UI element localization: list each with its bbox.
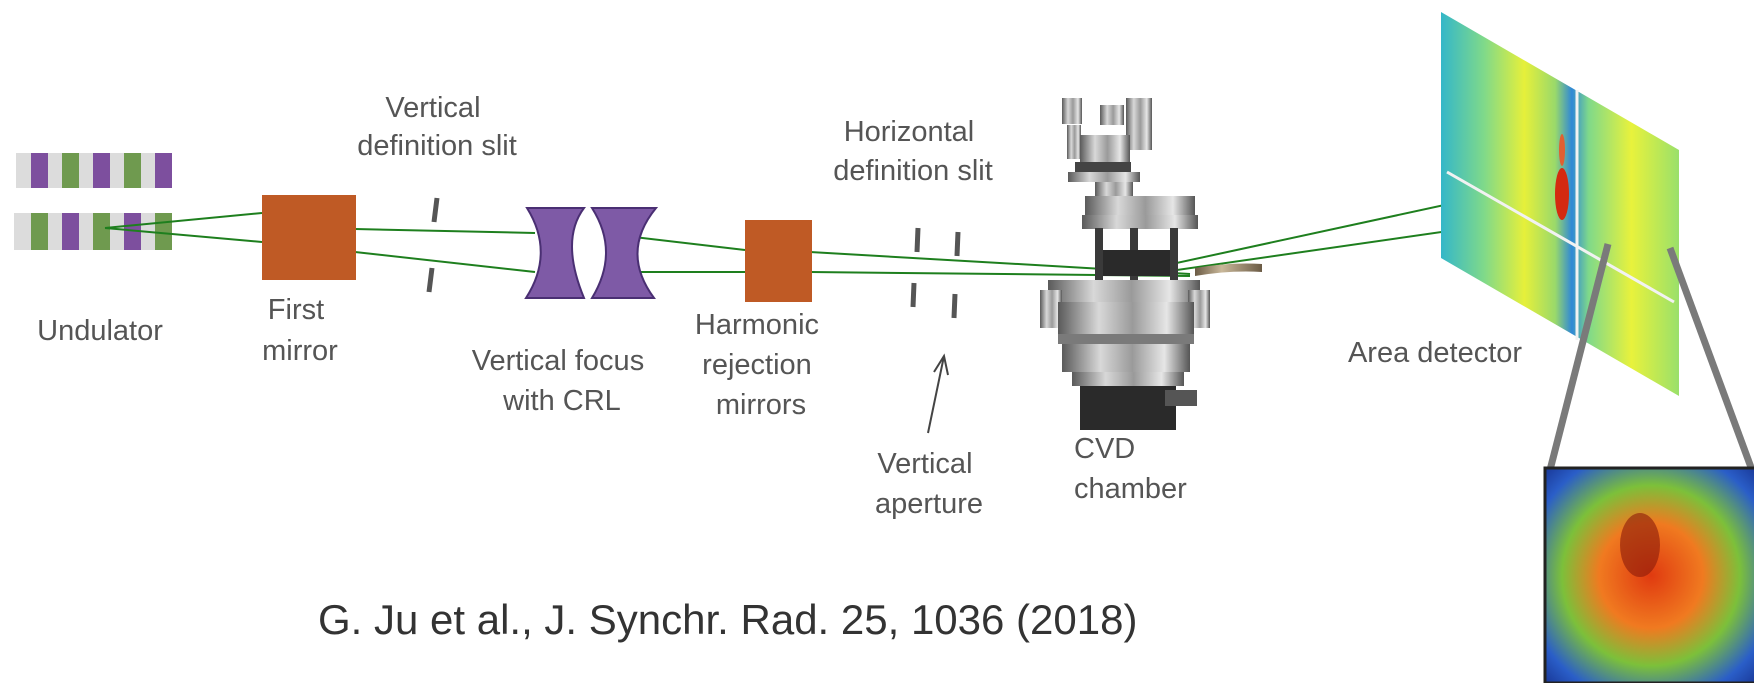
area-detector-label: Area detector [1348, 337, 1522, 369]
undulator-magnets [14, 153, 172, 250]
horizontal-definition-slit [910, 227, 961, 319]
first-mirror-label: First mirror [262, 294, 338, 367]
vertical-definition-slit-label: Vertical definition slit [357, 92, 517, 162]
vertical-aperture-arrow [927, 353, 949, 434]
zoom-indicator-lines [1546, 243, 1754, 472]
vertical-definition-slit [426, 197, 440, 293]
undulator-label: Undulator [37, 315, 163, 347]
inset-scattering-image [1543, 466, 1754, 683]
cvd-chamber [1040, 98, 1262, 430]
harmonic-rejection-mirrors [745, 220, 812, 302]
horizontal-definition-slit-label: Horizontal definition slit [833, 116, 993, 187]
citation: G. Ju et al., J. Synchr. Rad. 25, 1036 (… [318, 596, 1137, 643]
crl-lens-pair [524, 207, 659, 299]
harmonic-rejection-label: Harmonic rejection mirrors [695, 309, 827, 421]
vertical-aperture-label: Vertical aperture [875, 448, 983, 520]
cvd-chamber-label: CVD chamber [1074, 433, 1187, 505]
vertical-focus-label: Vertical focus with CRL [472, 345, 653, 417]
area-detector [1441, 12, 1679, 396]
undulator-upper-row [16, 153, 172, 188]
first-mirror [262, 195, 356, 280]
